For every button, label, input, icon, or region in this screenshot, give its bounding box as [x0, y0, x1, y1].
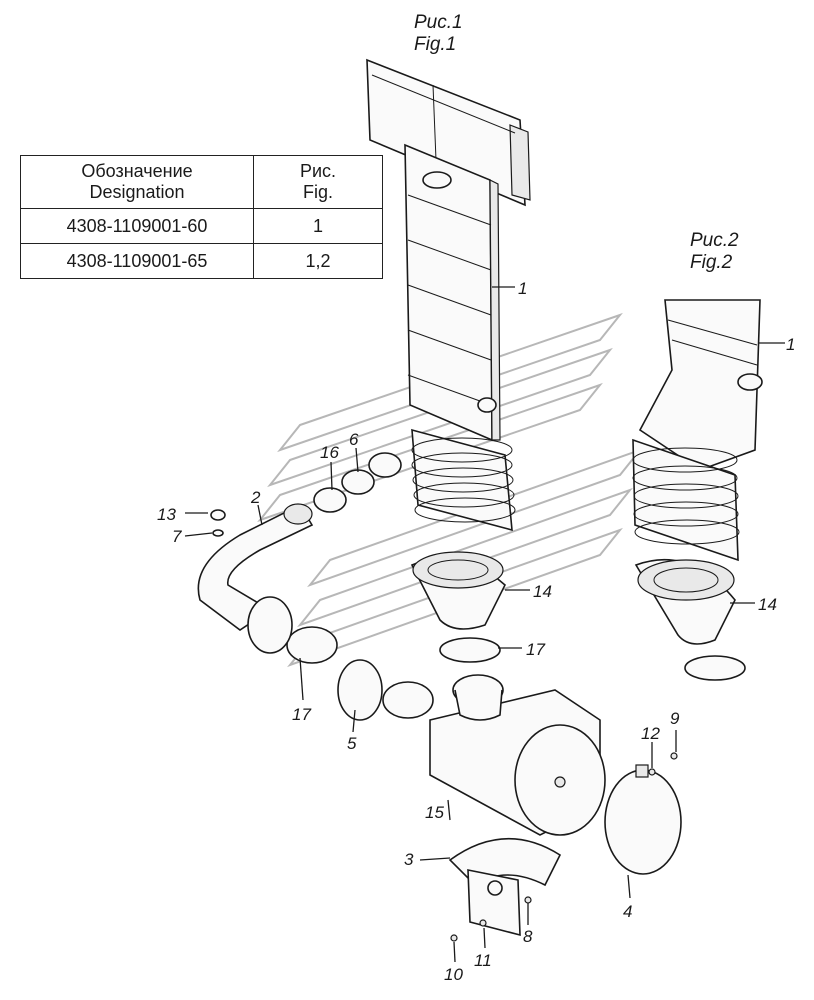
callout-9: 9	[670, 709, 680, 728]
designation-table: Обозначение Designation Рис. Fig. 4308-1…	[20, 155, 383, 279]
designation-cell: 4308-1109001-60	[20, 208, 254, 244]
designation-cell: 4308-1109001-65	[20, 243, 254, 279]
callout-16: 16	[320, 443, 339, 462]
figure-1-caption: Рис.1 Fig.1	[414, 12, 463, 56]
callout-10: 10	[444, 965, 463, 984]
table-row: 4308-1109001-60 1	[20, 208, 383, 244]
figure-1-en: Fig.1	[414, 34, 457, 55]
bent-pipe	[197, 503, 314, 654]
bracket	[448, 837, 562, 937]
callout-3: 3	[404, 850, 414, 869]
callout-11: 11	[474, 951, 492, 970]
callout-6: 6	[349, 430, 359, 449]
header-fig: Рис. Fig.	[253, 155, 383, 209]
header-designation: Обозначение Designation	[20, 155, 254, 209]
callout-7: 7	[172, 527, 182, 546]
callout-2: 2	[250, 488, 261, 507]
leader-lines	[184, 286, 785, 963]
cone-adapter-fig1	[410, 551, 506, 630]
ring-clamp	[604, 764, 682, 875]
intake-pipe-fig2	[632, 299, 763, 562]
figure-1-ru: Рис.1	[414, 12, 463, 33]
callout-12: 12	[641, 724, 660, 743]
air-filter-housing	[429, 674, 606, 836]
fig-cell: 1,2	[253, 243, 383, 279]
callout-13: 13	[157, 505, 176, 524]
callout-15: 15	[425, 803, 444, 822]
callout-17b: 17	[526, 640, 545, 659]
callout-14: 14	[533, 582, 552, 601]
intake-pipe-fig1	[366, 58, 531, 442]
callout-1-fig2: 1	[786, 335, 795, 354]
table-header-row: Обозначение Designation Рис. Fig.	[20, 155, 383, 209]
sleeves	[337, 469, 383, 721]
clamps	[286, 452, 746, 719]
fig-cell: 1	[253, 208, 383, 244]
figure-2-en: Fig.2	[690, 252, 733, 273]
figure-2-ru: Рис.2	[690, 230, 739, 251]
callout-17a: 17	[292, 705, 311, 724]
cone-adapter-fig2	[634, 558, 736, 645]
table-row: 4308-1109001-65 1,2	[20, 243, 383, 279]
callout-4: 4	[623, 902, 632, 921]
callouts: 1 1 2 3 4 5 6 7 8 9 10 11 12 13 14 14 15…	[157, 279, 795, 984]
fasteners	[450, 752, 678, 942]
callout-14-fig2: 14	[758, 595, 777, 614]
callout-1: 1	[518, 279, 527, 298]
figure-2-caption: Рис.2 Fig.2	[690, 230, 739, 274]
bellows-fig1	[411, 428, 516, 532]
callout-5: 5	[347, 734, 357, 753]
callout-8: 8	[523, 927, 533, 946]
